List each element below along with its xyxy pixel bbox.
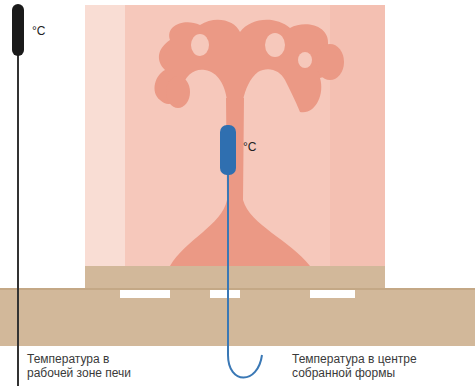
probe-handle (12, 4, 24, 56)
mould-block (85, 5, 385, 266)
probe-wire (228, 170, 262, 378)
unit-label: °C (243, 140, 256, 154)
caption-label: Температура в центре собранной формы (292, 352, 470, 380)
base-slot (120, 290, 170, 298)
furnace-base (0, 266, 475, 346)
base-step (0, 266, 85, 288)
wax-tree (155, 20, 344, 266)
wax-tree-holes (191, 33, 312, 68)
mould-edge (330, 5, 385, 266)
probe-rod (17, 50, 19, 386)
base-slot (210, 290, 240, 298)
probe-tip (220, 125, 236, 175)
base-step (385, 266, 475, 288)
unit-label: °C (32, 24, 45, 38)
base-slot (310, 290, 355, 298)
mould-edge (85, 5, 125, 266)
caption-label: Температура в рабочей зоне печи (27, 352, 145, 380)
base-edge (0, 288, 475, 290)
